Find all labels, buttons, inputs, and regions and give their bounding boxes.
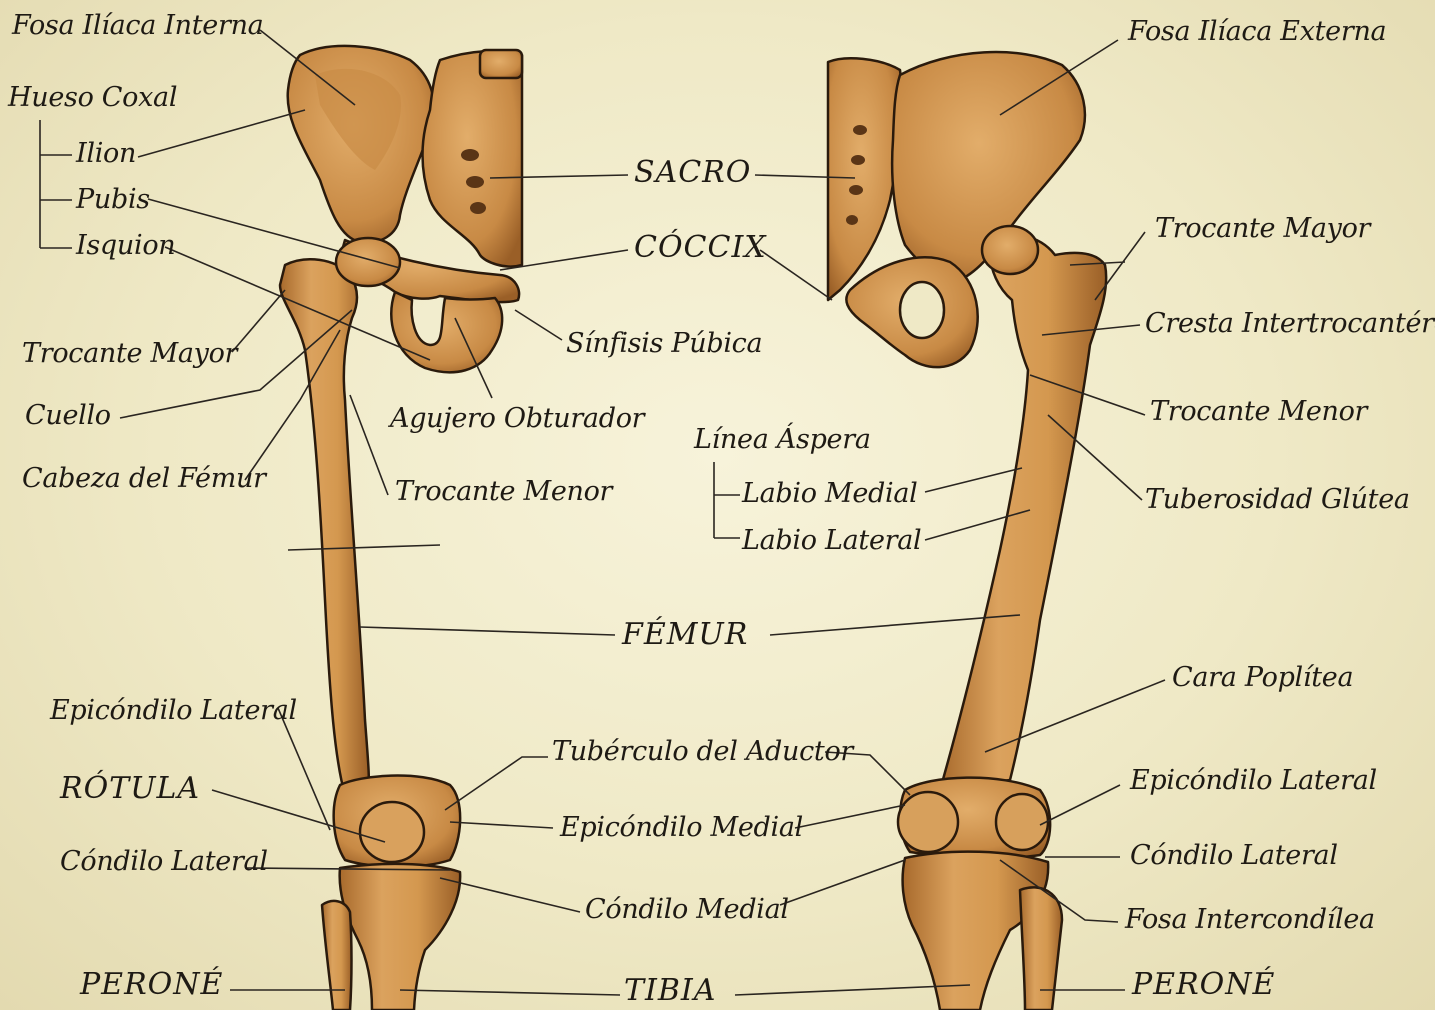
label-coccix: CÓCCIX: [634, 233, 767, 263]
label-cresta-intertrocanterea: Cresta Intertrocantérea: [1145, 310, 1435, 337]
label-pubis: Pubis: [76, 186, 150, 213]
label-epicondilo-lateral-anterior: Epicóndilo Lateral: [50, 697, 297, 724]
label-labio-medial: Labio Medial: [742, 480, 917, 507]
label-agujero-obturador: Agujero Obturador: [390, 405, 644, 432]
label-tuberosidad-glutea: Tuberosidad Glútea: [1145, 486, 1410, 513]
label-rotula: RÓTULA: [60, 774, 200, 804]
label-cuello: Cuello: [25, 402, 111, 429]
fibula-left: [322, 901, 352, 1010]
label-ilion: Ilion: [76, 140, 136, 167]
label-epicondilo-lateral-posterior: Epicóndilo Lateral: [1130, 767, 1377, 794]
label-epicondilo-medial: Epicóndilo Medial: [560, 814, 803, 841]
label-trocante-mayor-posterior: Trocante Mayor: [1155, 215, 1370, 242]
label-tuberculo-aductor: Tubérculo del Aductor: [552, 738, 853, 765]
label-trocante-menor-posterior: Trocante Menor: [1150, 398, 1367, 425]
label-sacro: SACRO: [634, 158, 751, 188]
label-fosa-intercondilea: Fosa Intercondílea: [1125, 906, 1375, 933]
label-linea-aspera: Línea Áspera: [694, 426, 871, 453]
label-perone-posterior: PERONÉ: [1132, 970, 1275, 1000]
label-condilo-medial: Cóndilo Medial: [585, 896, 789, 923]
ischium-left: [391, 292, 502, 372]
label-isquion: Isquion: [76, 232, 175, 259]
patella-left: [360, 802, 424, 862]
label-cara-poplitea: Cara Poplítea: [1172, 664, 1353, 691]
label-labio-lateral: Labio Lateral: [742, 527, 921, 554]
label-trocante-mayor-anterior: Trocante Mayor: [22, 340, 237, 367]
label-hueso-coxal: Hueso Coxal: [8, 84, 177, 111]
label-femur: FÉMUR: [622, 620, 748, 650]
anterior-view: [280, 46, 522, 1010]
tibia-left: [340, 864, 460, 1010]
label-tibia: TIBIA: [624, 976, 716, 1006]
label-fosa-iliaca-interna: Fosa Ilíaca Interna: [12, 12, 263, 39]
label-trocante-menor-anterior: Trocante Menor: [395, 478, 612, 505]
label-perone-anterior: PERONÉ: [80, 970, 223, 1000]
label-condilo-lateral-posterior: Cóndilo Lateral: [1130, 842, 1338, 869]
label-sinfisis-pubica: Sínfisis Púbica: [566, 330, 762, 357]
label-cabeza-femur: Cabeza del Fémur: [22, 465, 266, 492]
fibula-right: [1020, 887, 1062, 1010]
label-fosa-iliaca-externa: Fosa Ilíaca Externa: [1128, 18, 1386, 45]
label-condilo-lateral-anterior: Cóndilo Lateral: [60, 848, 268, 875]
